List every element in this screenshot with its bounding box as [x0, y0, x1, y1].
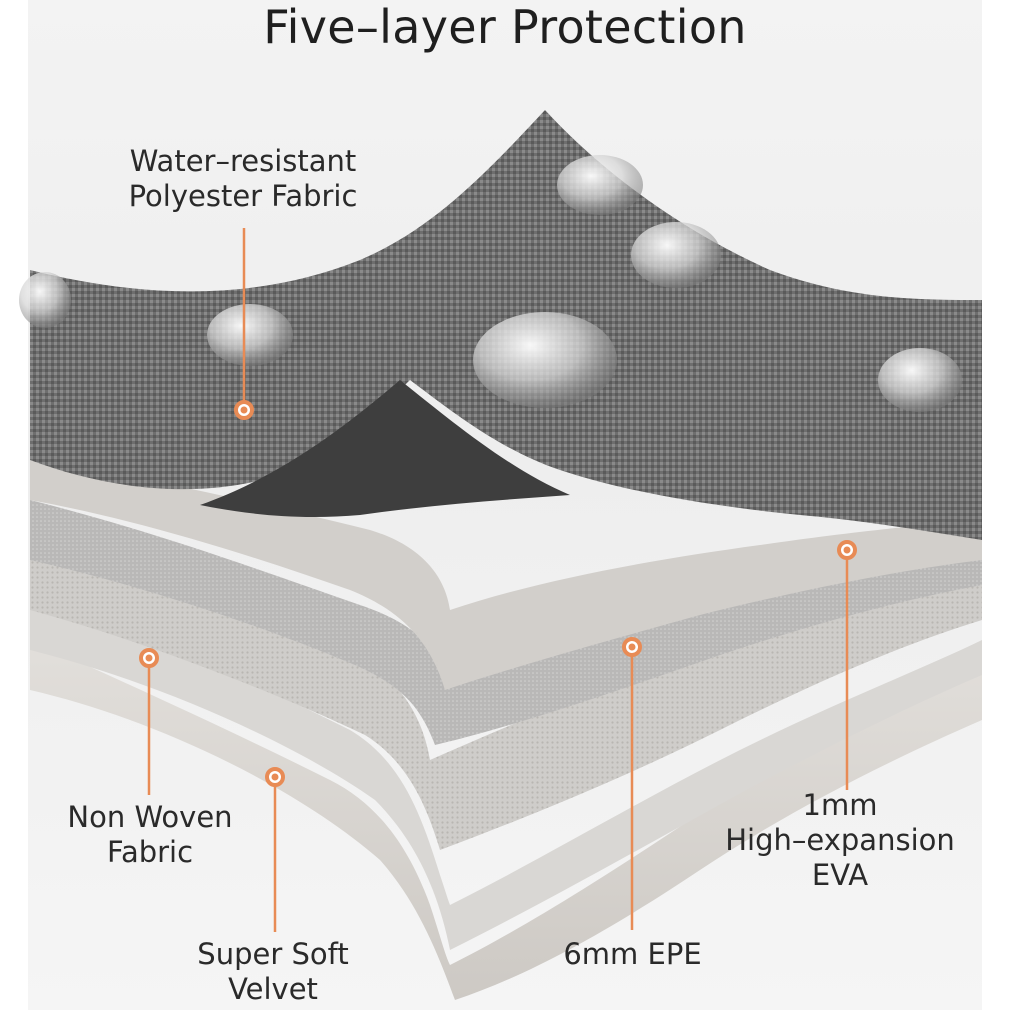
water-droplet — [473, 312, 617, 408]
water-droplet — [207, 304, 293, 366]
label-eva: 1mm High–expansion EVA — [725, 788, 955, 892]
label-velvet: Super Soft Velvet — [197, 937, 349, 1006]
label-nonwoven: Non Woven Fabric — [67, 800, 233, 869]
water-droplet — [878, 348, 962, 412]
outer-fabric-fold — [200, 380, 570, 517]
eva-layer — [30, 500, 982, 745]
label-epe: 6mm EPE — [563, 937, 702, 971]
callout-marker-centers — [145, 406, 851, 781]
callout-markers — [139, 400, 857, 787]
water-droplet — [19, 272, 71, 328]
callout-leaders — [147, 228, 849, 932]
label-outer-fabric: Water–resistant Polyester Fabric — [128, 144, 358, 213]
water-droplet — [557, 155, 643, 215]
page-title: Five–layer Protection — [263, 0, 747, 54]
nonwoven-layer — [30, 590, 982, 950]
water-droplet — [631, 222, 721, 288]
